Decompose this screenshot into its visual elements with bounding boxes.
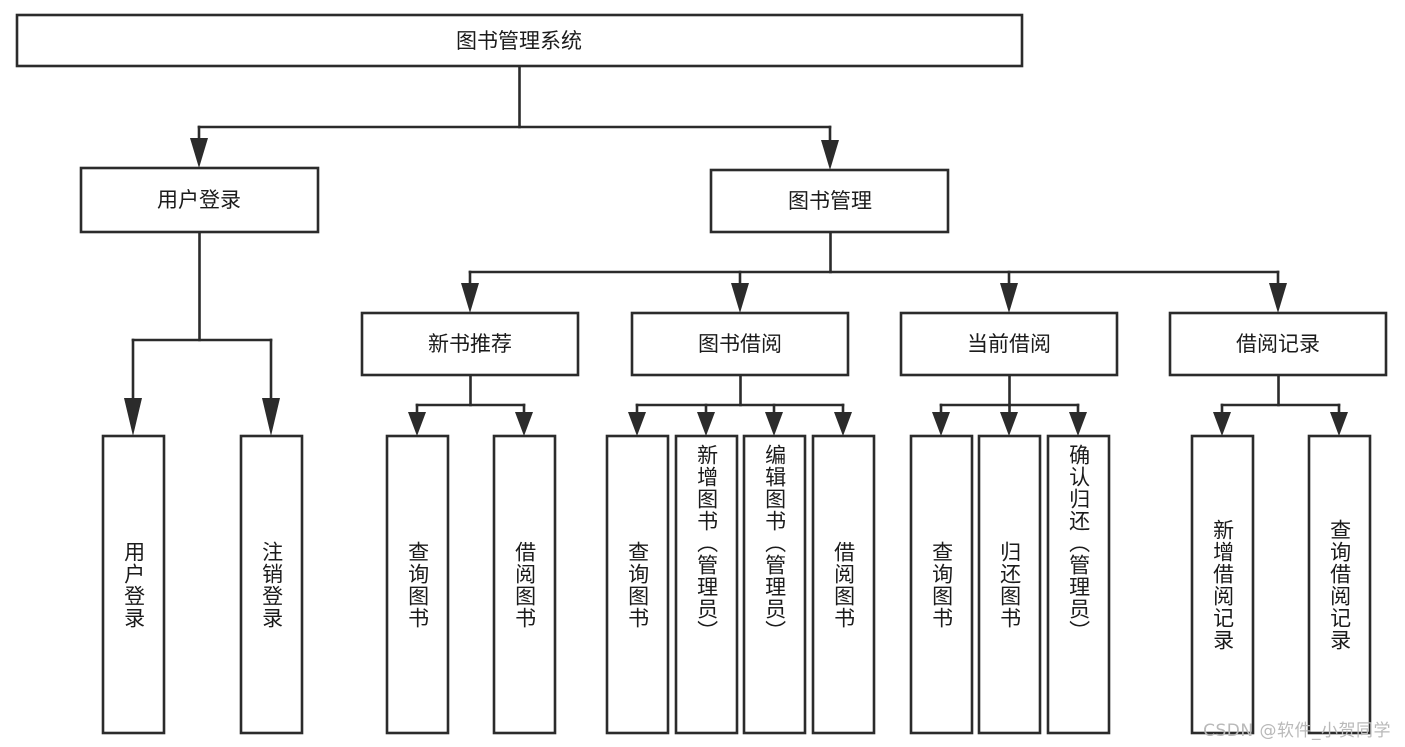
node-box-leaf-borrow-book-recommend[interactable]: [492, 434, 557, 735]
node-box-leaf-user-login[interactable]: [101, 434, 166, 735]
node-box-leaf-add-borrow-record[interactable]: [1190, 434, 1255, 735]
node-box-new-book-recommend[interactable]: [360, 311, 580, 377]
arrowhead-leaf-borrow-book: [834, 412, 852, 436]
node-box-leaf-confirm-return-admin[interactable]: [1046, 434, 1111, 735]
arrowhead-user-login: [190, 138, 208, 168]
node-box-leaf-query-book-current[interactable]: [909, 434, 974, 735]
arrowhead-leaf-add-borrow-record: [1213, 412, 1231, 436]
node-box-root[interactable]: [15, 13, 1024, 68]
node-box-leaf-edit-book-admin[interactable]: [742, 434, 807, 735]
edge-group-current-borrow: [932, 373, 1087, 436]
edge-group-borrow-record: [1213, 373, 1348, 436]
arrowhead-borrow-record: [1269, 283, 1287, 313]
node-label-book-borrow: 图书借阅: [698, 332, 782, 356]
node-label-borrow-record: 借阅记录: [1236, 332, 1320, 356]
arrowhead-leaf-query-borrow-record: [1330, 412, 1348, 436]
edge-group-root: [190, 64, 839, 170]
edge-group-user-login: [124, 230, 280, 436]
arrowhead-leaf-query-book-recommend: [408, 412, 426, 436]
arrowhead-leaf-borrow-book-recommend: [515, 412, 533, 436]
arrowhead-leaf-query-book-current: [932, 412, 950, 436]
node-box-leaf-borrow-book[interactable]: [811, 434, 876, 735]
node-box-leaf-query-book-recommend[interactable]: [385, 434, 450, 735]
arrowhead-leaf-logout-login: [262, 398, 280, 436]
node-box-leaf-query-book-borrow[interactable]: [605, 434, 670, 735]
node-box-leaf-logout-login[interactable]: [239, 434, 304, 735]
node-box-borrow-record[interactable]: [1168, 311, 1388, 377]
node-box-book-borrow[interactable]: [630, 311, 850, 377]
edge-group-new-book-recommend: [408, 373, 533, 436]
arrowhead-book-borrow: [731, 283, 749, 313]
node-label-new-book-recommend: 新书推荐: [428, 332, 512, 356]
arrowhead-leaf-user-login: [124, 398, 142, 436]
arrowhead-leaf-return-book: [1000, 412, 1018, 436]
node-box-user-login[interactable]: [79, 166, 320, 234]
arrowhead-leaf-edit-book-admin: [765, 412, 783, 436]
csdn-watermark: CSDN @软件_小贺同学: [1203, 721, 1391, 741]
node-box-leaf-query-borrow-record[interactable]: [1307, 434, 1372, 735]
node-label-current-borrow: 当前借阅: [967, 332, 1051, 356]
arrowhead-leaf-query-book-borrow: [628, 412, 646, 436]
node-box-leaf-add-book-admin[interactable]: [674, 434, 739, 735]
arrowhead-current-borrow: [1000, 283, 1018, 313]
arrowhead-new-book-recommend: [461, 283, 479, 313]
edge-group-book-borrow: [628, 373, 852, 436]
edge-group-book-manage: [461, 230, 1287, 313]
arrowhead-leaf-add-book-admin: [697, 412, 715, 436]
node-box-current-borrow[interactable]: [899, 311, 1119, 377]
arrowhead-book-manage: [821, 140, 839, 170]
node-box-book-manage[interactable]: [709, 168, 950, 234]
node-box-leaf-return-book[interactable]: [977, 434, 1042, 735]
node-label-root: 图书管理系统: [456, 29, 582, 53]
node-label-book-manage: 图书管理: [788, 189, 872, 213]
node-label-user-login: 用户登录: [157, 188, 241, 212]
arrowhead-leaf-confirm-return-admin: [1069, 412, 1087, 436]
